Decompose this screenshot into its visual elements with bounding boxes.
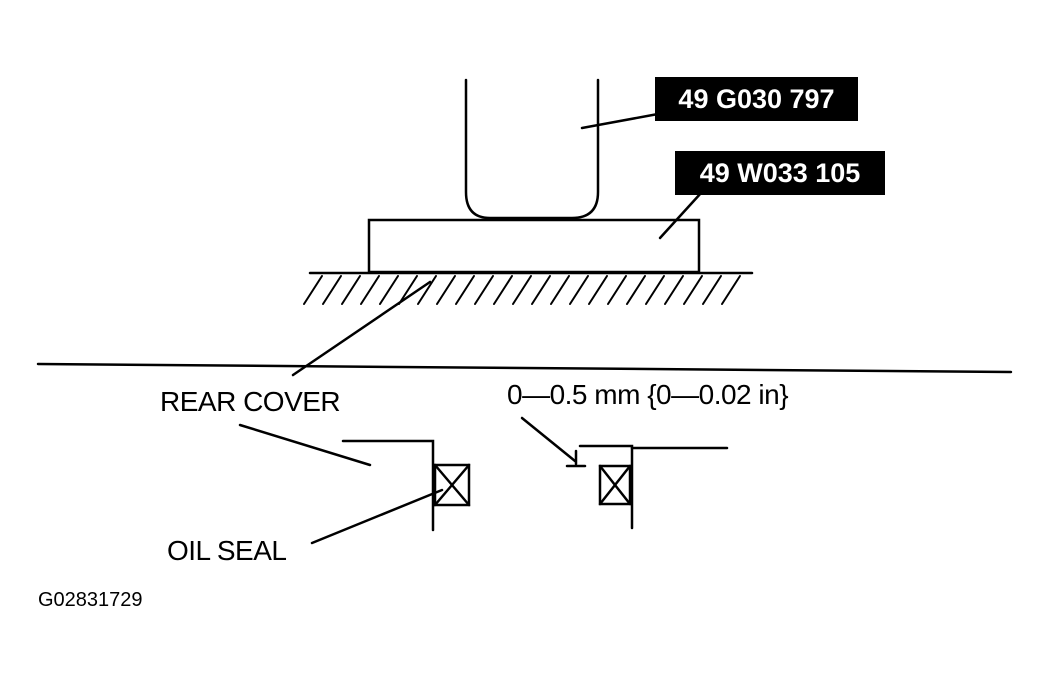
hatch-stroke	[303, 275, 323, 305]
view-separator-line	[36, 362, 1013, 374]
clearance-spec-label: 0—0.5 mm {0—0.02 in}	[507, 379, 789, 410]
hatch-stroke	[664, 275, 684, 305]
tool-number-callout-2: 49 W033 105	[675, 151, 885, 195]
hatch-stroke	[512, 275, 532, 305]
leader-rear-cover	[291, 280, 432, 377]
oil-seal-left-cross-b	[433, 463, 471, 507]
leader-tool-2	[658, 191, 703, 240]
hatch-stroke	[360, 275, 380, 305]
leader-tool-1	[580, 112, 660, 130]
leader-oil-seal	[310, 488, 444, 545]
hatch-stroke	[721, 275, 741, 305]
hatch-stroke	[607, 275, 627, 305]
oil-seal-right-cross-b	[598, 464, 632, 506]
rear-cover-label: REAR COVER	[160, 386, 341, 417]
oil-seal-left	[433, 463, 471, 507]
rear-cover-right-outline	[578, 444, 634, 530]
hatch-stroke	[588, 275, 608, 305]
installer-tool-outline	[464, 78, 600, 220]
hatch-stroke	[531, 275, 551, 305]
figure-id-label: G02831729	[38, 589, 143, 611]
hatch-stroke	[645, 275, 665, 305]
oil-seal-label: OIL SEAL	[167, 535, 287, 566]
hatch-stroke	[474, 275, 494, 305]
rear-cover-left-outline	[341, 439, 435, 532]
hatch-stroke	[493, 275, 513, 305]
hatch-stroke	[569, 275, 589, 305]
surface-hatching	[303, 275, 741, 305]
hatch-stroke	[322, 275, 342, 305]
hatch-stroke	[550, 275, 570, 305]
hatch-stroke	[436, 275, 456, 305]
tool-number-callout-1: 49 G030 797	[655, 77, 858, 121]
leader-clearance	[520, 416, 577, 463]
hatch-stroke	[455, 275, 475, 305]
oil-seal-right	[598, 464, 632, 506]
hatch-stroke	[626, 275, 646, 305]
hatch-stroke	[683, 275, 703, 305]
hatch-stroke	[417, 275, 437, 305]
leader-rear-cover-lower	[238, 423, 372, 467]
hatch-stroke	[702, 275, 722, 305]
hatch-stroke	[379, 275, 399, 305]
attachment-plate	[367, 218, 701, 274]
hatch-stroke	[398, 275, 418, 305]
hatch-stroke	[341, 275, 361, 305]
